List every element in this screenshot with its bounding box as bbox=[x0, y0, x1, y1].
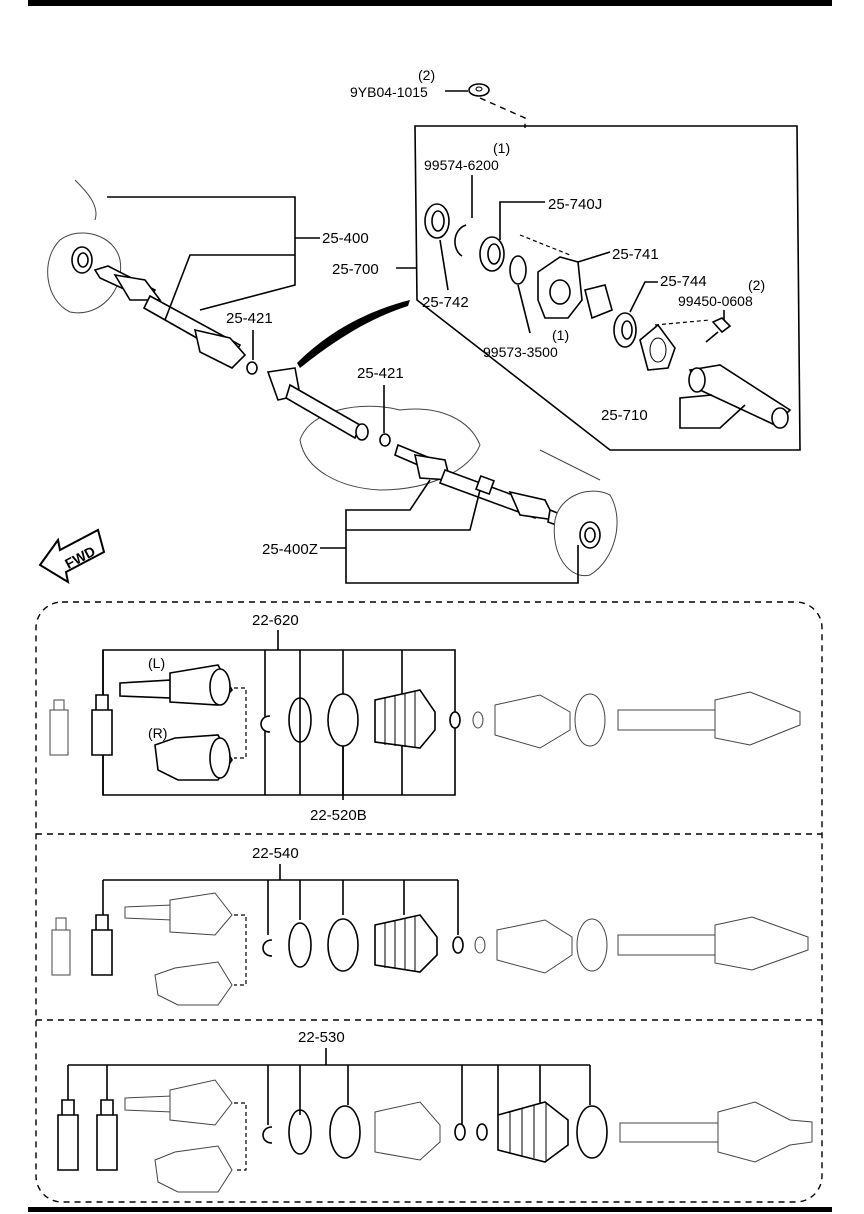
snap-ring-a-label: 25-421 bbox=[226, 310, 273, 327]
inset-pointer bbox=[297, 300, 410, 368]
right-driveshaft-label: 25-400Z bbox=[262, 541, 318, 558]
kits-panel: 22-620 22-520B (L) (R) bbox=[35, 601, 823, 1203]
oring-part-label: 99573-3500 bbox=[483, 344, 558, 360]
kit1-left-stub bbox=[119, 679, 173, 699]
oring-qty: (1) bbox=[552, 327, 569, 343]
kit2-boot bbox=[374, 914, 438, 973]
dust-shield bbox=[584, 284, 613, 320]
kit-22-540: 22-540 bbox=[51, 845, 809, 1006]
bearing-label: 25-740J bbox=[548, 196, 602, 213]
kit3-large-band bbox=[576, 1105, 608, 1159]
kit3-boot-band bbox=[329, 1105, 361, 1159]
shaft-label: 25-710 bbox=[601, 407, 648, 424]
clip-part-label: 99574-6200 bbox=[424, 157, 499, 173]
inner-seal-label: 25-744 bbox=[660, 273, 707, 290]
snap-ring-b bbox=[379, 433, 391, 447]
clip-qty: (1) bbox=[493, 140, 510, 156]
kit3-boot bbox=[497, 1101, 569, 1163]
snap-ring-b-label: 25-421 bbox=[357, 365, 404, 382]
kit3-small-band-1 bbox=[454, 1123, 466, 1141]
kit3-label: 22-530 bbox=[298, 1029, 345, 1046]
bolt-washer bbox=[468, 83, 490, 97]
kit3-grease-tube-1 bbox=[57, 1099, 79, 1171]
bolt2-part-label: 99450-0608 bbox=[678, 293, 753, 309]
kit2-circlip bbox=[262, 939, 273, 957]
kit2-small-band bbox=[452, 936, 464, 954]
bolt2-qty: (2) bbox=[748, 277, 765, 293]
middle-shaft bbox=[285, 383, 361, 440]
left-outer-cv bbox=[113, 273, 162, 301]
small-bolt bbox=[711, 317, 732, 334]
inset-box bbox=[414, 125, 801, 451]
kit1-grease-tube bbox=[91, 694, 113, 756]
kit1-snap-ring bbox=[288, 697, 312, 743]
snap-ring-a bbox=[246, 361, 258, 375]
kit-22-620: 22-620 22-520B (L) (R) bbox=[49, 612, 801, 824]
seal-label: 25-742 bbox=[422, 294, 469, 311]
kit3-snap-ring bbox=[288, 1109, 312, 1155]
kit3-small-band-2 bbox=[476, 1123, 488, 1141]
kits-dashed-frame bbox=[35, 601, 823, 1203]
kit1-bottom-label: 22-520B bbox=[310, 807, 367, 824]
kit2-snap-ring bbox=[288, 922, 312, 968]
fwd-arrow-icon: FWD bbox=[38, 528, 106, 585]
kit1-left-tag: (L) bbox=[148, 655, 165, 671]
kit1-top-label: 22-620 bbox=[252, 612, 299, 629]
kit2-boot-band bbox=[327, 918, 359, 972]
bearing-cage bbox=[639, 323, 676, 371]
kit3-grease-tube-2 bbox=[96, 1099, 118, 1171]
intermediate-assy-label: 25-700 bbox=[332, 261, 379, 278]
top-rule bbox=[28, 0, 832, 6]
o-ring bbox=[509, 255, 527, 285]
left-driveshaft-label: 25-400 bbox=[322, 230, 369, 247]
bracket-label: 25-741 bbox=[612, 246, 659, 263]
kit2-grease-tube bbox=[91, 914, 113, 976]
kit1-circlip bbox=[260, 715, 271, 733]
kit3-circlip bbox=[262, 1126, 273, 1144]
left-inner-boot bbox=[193, 328, 247, 369]
kit1-right-tag: (R) bbox=[148, 725, 167, 741]
bolt-part-label: 9YB04-1015 bbox=[350, 84, 428, 100]
kit2-label: 22-540 bbox=[252, 845, 299, 862]
kit-22-530: 22-530 bbox=[57, 1029, 813, 1193]
upper-assembly: (2) 9YB04-1015 (1) 99574-6200 25-742 25-… bbox=[38, 67, 801, 585]
bolt-qty: (2) bbox=[418, 67, 435, 83]
clip-ring bbox=[454, 224, 467, 257]
kit1-boot-band bbox=[327, 693, 359, 747]
kit1-small-band bbox=[449, 711, 461, 729]
bottom-rule bbox=[28, 1207, 832, 1212]
